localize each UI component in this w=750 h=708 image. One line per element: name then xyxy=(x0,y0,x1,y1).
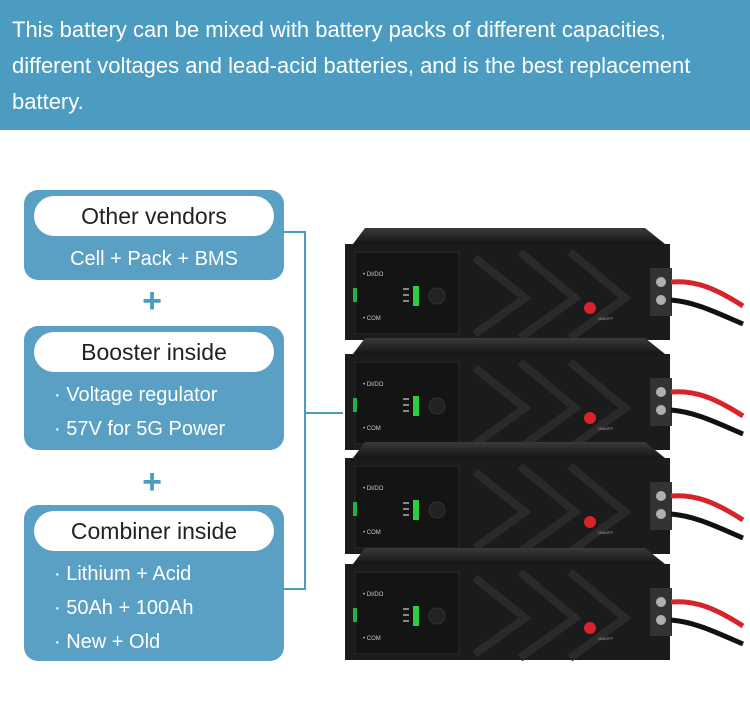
card-line: · Lithium + Acid xyxy=(54,563,192,585)
battery-unit: • DI/DO • COM ON/OFF xyxy=(345,228,745,342)
plus-sign: + xyxy=(142,463,162,501)
card-title: Combiner inside xyxy=(34,511,274,551)
connector-line xyxy=(305,412,343,414)
card-other-vendors: Other vendors Cell + Pack + BMS xyxy=(24,190,284,280)
plus-sign: + xyxy=(142,282,162,320)
card-line: Cell + Pack + BMS xyxy=(70,248,238,270)
bracket-connector xyxy=(284,231,306,590)
card-title: Other vendors xyxy=(34,196,274,236)
card-combiner-inside: Combiner inside · Lithium + Acid · 50Ah … xyxy=(24,505,284,661)
battery-stack-image: • DI/DO • COM ON/OFF xyxy=(345,228,745,673)
card-booster-inside: Booster inside · Voltage regulator · 57V… xyxy=(24,326,284,450)
svg-text:ON/OFF: ON/OFF xyxy=(598,316,614,321)
card-line: · 57V for 5G Power xyxy=(54,418,226,440)
card-line: · New + Old xyxy=(54,631,161,653)
header-banner: This battery can be mixed with battery p… xyxy=(0,0,750,130)
card-title: Booster inside xyxy=(34,332,274,372)
banner-text: This battery can be mixed with battery p… xyxy=(12,17,691,114)
card-line: · Voltage regulator xyxy=(54,384,218,406)
card-line: · 50Ah + 100Ah xyxy=(54,597,194,619)
svg-text:• COM: • COM xyxy=(363,316,381,322)
svg-text:• DI/DO: • DI/DO xyxy=(363,272,384,278)
